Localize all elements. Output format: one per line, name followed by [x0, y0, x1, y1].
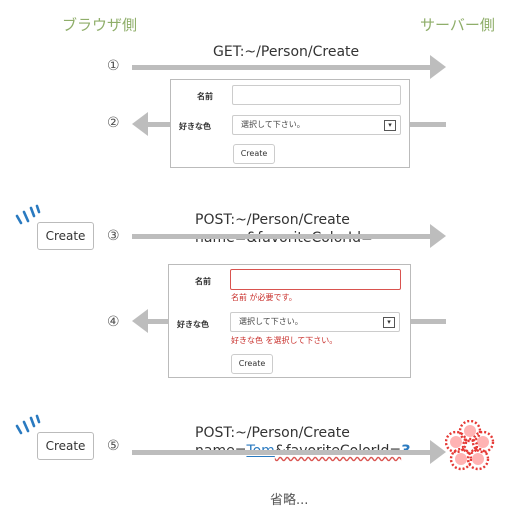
arrow-to-browser-4: [132, 309, 170, 333]
arrow-to-server-5: [132, 440, 447, 464]
favorite-color-select[interactable]: 選択して下さい。 ▾: [230, 312, 400, 332]
arrow-2-tail: [410, 122, 446, 127]
chevron-down-icon: ▾: [384, 120, 396, 131]
create-form-empty: 名前 好きな色 選択して下さい。 ▾ Create: [170, 79, 410, 168]
browser-side-label: ブラウザ側: [62, 16, 138, 34]
name-input[interactable]: [232, 85, 401, 105]
form-create-button[interactable]: Create: [233, 144, 275, 164]
create-button-step-5[interactable]: Create: [37, 432, 94, 460]
favorite-color-label: 好きな色: [177, 320, 209, 329]
arrow-to-browser-2: [132, 112, 170, 136]
request-1-text: GET:~/Person/Create: [213, 44, 360, 60]
arrow-to-server-3: [132, 224, 447, 248]
name-label: 名前: [195, 277, 211, 286]
step-4-number: ④: [107, 314, 120, 330]
name-error-message: 名前 が必要です。: [231, 293, 297, 302]
select-placeholder: 選択して下さい。: [241, 120, 305, 129]
create-button-step-3[interactable]: Create: [37, 222, 94, 250]
form-create-button[interactable]: Create: [231, 354, 273, 374]
request-3-line-1: POST:~/Person/Create: [195, 212, 350, 228]
name-label: 名前: [197, 92, 213, 101]
click-effect-icon: [12, 413, 42, 435]
favorite-color-select[interactable]: 選択して下さい。 ▾: [232, 115, 401, 135]
select-placeholder: 選択して下さい。: [239, 317, 303, 326]
favorite-color-label: 好きな色: [179, 122, 211, 131]
request-5-line-1: POST:~/Person/Create: [195, 425, 350, 441]
create-form-with-errors: 名前 名前 が必要です。 好きな色 選択して下さい。 ▾ 好きな色 を選択して下…: [168, 264, 411, 378]
click-effect-icon: [12, 203, 42, 225]
server-side-label: サーバー側: [420, 16, 495, 34]
chevron-down-icon: ▾: [383, 317, 395, 328]
step-2-number: ②: [107, 115, 120, 131]
step-5-number: ⑤: [107, 438, 120, 454]
name-input[interactable]: [230, 269, 401, 290]
color-error-message: 好きな色 を選択して下さい。: [231, 336, 338, 345]
success-flower-icon: [444, 419, 495, 472]
arrow-to-server-1: [132, 55, 447, 79]
step-3-number: ③: [107, 228, 120, 244]
arrow-4-tail: [410, 319, 446, 324]
step-1-number: ①: [107, 58, 120, 74]
omitted-footer-text: 省略...: [270, 493, 309, 508]
